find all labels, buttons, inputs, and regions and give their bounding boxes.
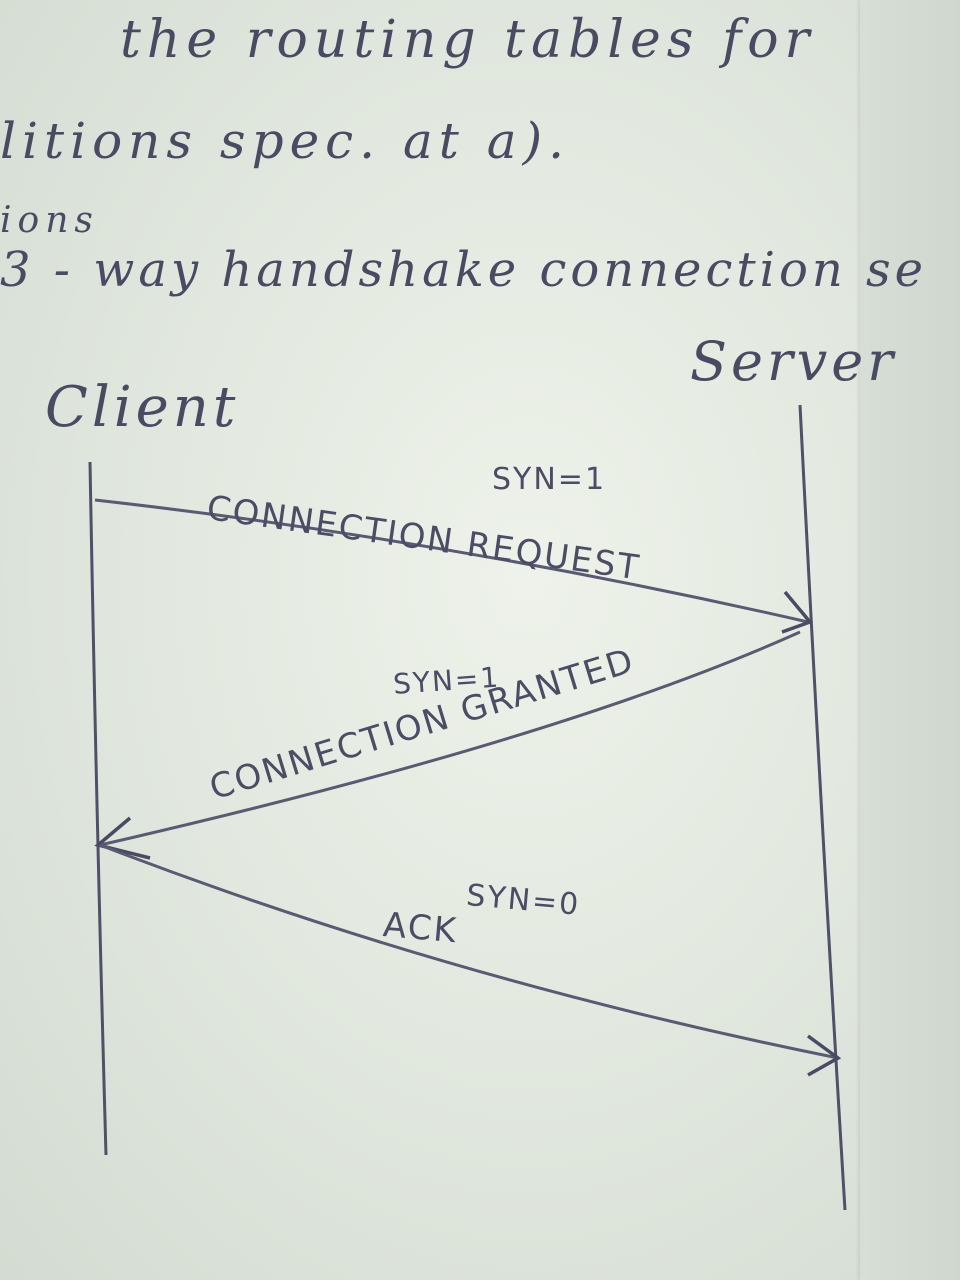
client-label: Client <box>45 375 240 440</box>
connection-granted-arrow <box>99 630 801 847</box>
ack-arrow <box>99 843 839 1060</box>
connection-request-arrowhead <box>781 590 813 634</box>
server-label: Server <box>690 330 898 393</box>
note-line-2: litions spec. at a). <box>0 112 570 170</box>
next-page-edge <box>860 0 960 1280</box>
ack-arrowhead <box>806 1034 842 1077</box>
note-line-1: the routing tables for <box>120 10 816 70</box>
msg1-flag: SYN=1 <box>492 462 607 497</box>
server-lifeline <box>798 404 847 1211</box>
connection-granted-arrowhead <box>94 816 151 860</box>
note-line-3: ions <box>0 200 99 241</box>
connection-request-arrow <box>94 498 809 624</box>
client-lifeline <box>88 461 108 1156</box>
note-line-4: 3 - way handshake connection se <box>0 242 928 298</box>
msg3-label: ACK <box>381 905 460 952</box>
